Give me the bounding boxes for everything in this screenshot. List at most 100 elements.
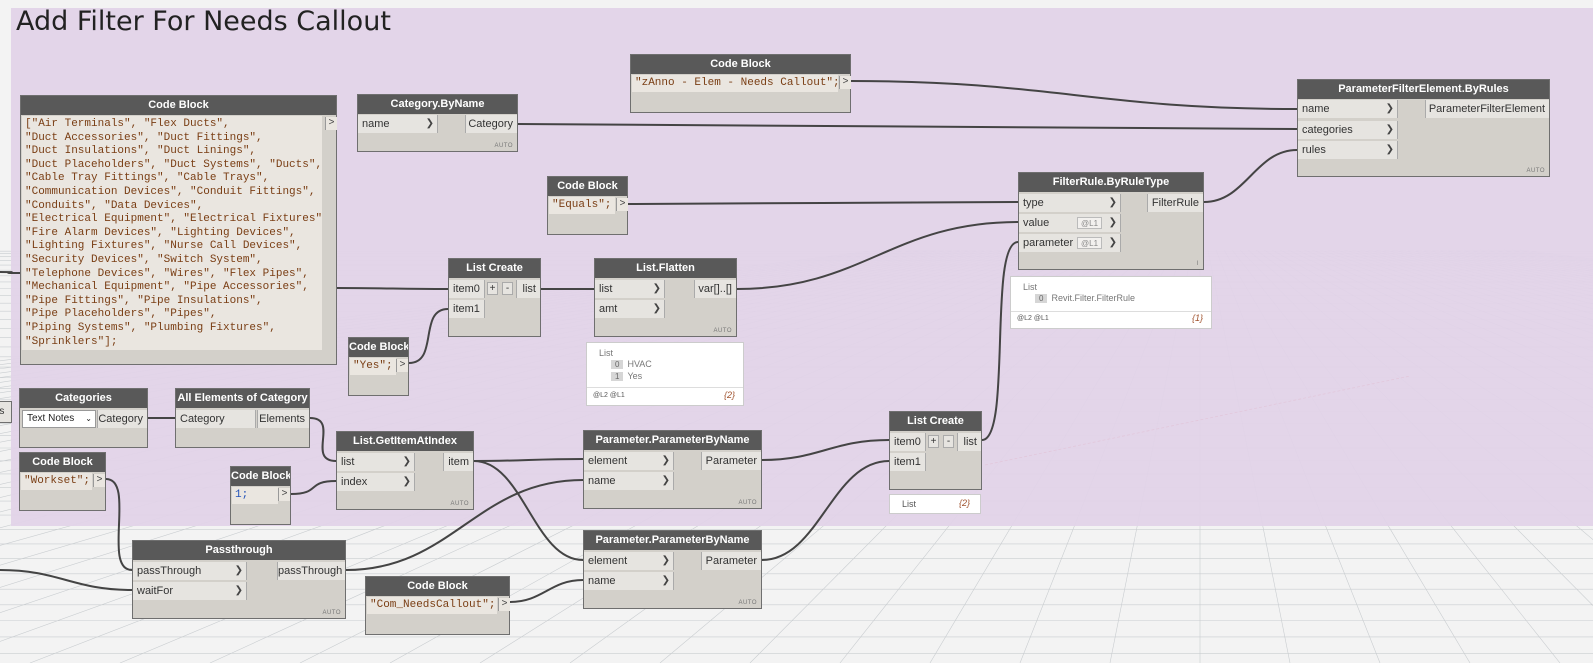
code-text[interactable]: 1; (232, 487, 278, 504)
output-port-category[interactable]: Category (97, 410, 147, 428)
node-title: FilterRule.ByRuleType (1019, 173, 1203, 192)
code-block-category-names[interactable]: Code Block ["Air Terminals", "Flex Ducts… (20, 95, 337, 365)
input-port-parameter[interactable]: parameter❯ (1019, 234, 1121, 252)
code-block-parameter-name[interactable]: Code Block "Com_NeedsCallout"; > (365, 576, 510, 635)
offscreen-label: tes (0, 406, 5, 417)
input-port-value[interactable]: value❯ (1019, 214, 1121, 232)
input-port-name[interactable]: name❯ (584, 572, 674, 590)
preview-levels: @L2 @L1 (1017, 315, 1049, 322)
code-block-workset[interactable]: Code Block "Workset"; > (19, 452, 106, 511)
list-create-node[interactable]: List Create item0 item1 + - list (448, 258, 541, 337)
list-flatten-node[interactable]: List.Flatten list❯ amt❯ var[]..[] AUTO (594, 258, 737, 337)
code-text[interactable]: "zAnno - Elem - Needs Callout"; (632, 75, 838, 92)
group-title[interactable]: Add Filter For Needs Callout (16, 6, 391, 37)
input-port-element[interactable]: element❯ (584, 552, 674, 570)
input-port-rules[interactable]: rules❯ (1298, 141, 1398, 159)
output-port-parameter-filter-element[interactable]: ParameterFilterElement (1425, 100, 1549, 118)
output-port[interactable]: > (325, 117, 337, 130)
remove-input-button[interactable]: - (943, 435, 954, 448)
remove-input-button[interactable]: - (502, 282, 513, 295)
lacing-selector-value[interactable]: @L1 (1077, 217, 1103, 229)
input-port-amt[interactable]: amt❯ (595, 300, 665, 318)
input-port-item0[interactable]: item0 (890, 433, 926, 451)
node-title: Passthrough (133, 541, 345, 560)
output-port-passthrough[interactable]: passThrough (277, 562, 345, 580)
input-port-item0[interactable]: item0 (449, 280, 485, 298)
list-getitematindex-node[interactable]: List.GetItemAtIndex list❯ index❯ item AU… (336, 431, 474, 510)
output-port[interactable]: > (839, 76, 851, 89)
input-port-index[interactable]: index❯ (337, 473, 415, 491)
node-title: List.GetItemAtIndex (337, 432, 473, 451)
output-port-list[interactable]: list (957, 433, 981, 451)
input-port-category[interactable]: Category (176, 410, 256, 428)
input-port-name[interactable]: name❯ (358, 115, 438, 133)
categories-node[interactable]: Categories Text Notes⌄ Category (19, 388, 148, 448)
input-port-name[interactable]: name❯ (584, 472, 674, 490)
chevron-down-icon: ⌄ (85, 414, 92, 423)
input-port-name[interactable]: name❯ (1298, 100, 1398, 118)
code-block-index[interactable]: Code Block 1; > (230, 466, 291, 525)
output-port-var[interactable]: var[]..[] (694, 280, 736, 298)
input-port-list[interactable]: list❯ (595, 280, 665, 298)
list-create-preview[interactable]: List {2} (889, 494, 981, 514)
category-dropdown[interactable]: Text Notes⌄ (22, 410, 96, 428)
code-text[interactable]: "Yes"; (350, 358, 396, 375)
node-title: List Create (890, 412, 981, 431)
input-port-item1[interactable]: item1 (449, 300, 485, 318)
preview-header: List (599, 348, 614, 358)
preview-levels: @L2 @L1 (593, 392, 625, 399)
code-block-equals[interactable]: Code Block "Equals"; > (547, 176, 628, 235)
code-block-filter-name[interactable]: Code Block "zAnno - Elem - Needs Callout… (630, 54, 851, 113)
code-text[interactable]: "Equals"; (549, 197, 615, 214)
node-title: Code Block (366, 577, 509, 596)
output-port[interactable]: > (93, 474, 105, 487)
output-port[interactable]: > (396, 359, 408, 372)
node-title: All Elements of Category (176, 389, 309, 408)
output-port-elements[interactable]: Elements (257, 410, 309, 428)
node-title: Code Block (631, 55, 850, 74)
list-create-parameters-node[interactable]: List Create item0 item1 + - list (889, 411, 982, 490)
code-text[interactable]: ["Air Terminals", "Flex Ducts", "Duct Ac… (22, 116, 322, 350)
input-port-passthrough[interactable]: passThrough❯ (133, 562, 247, 580)
add-input-button[interactable]: + (487, 282, 498, 295)
input-port-item1[interactable]: item1 (890, 453, 926, 471)
input-port-list[interactable]: list❯ (337, 453, 415, 471)
filterrule-byruletype-node[interactable]: FilterRule.ByRuleType type❯ value❯ param… (1018, 172, 1204, 270)
offscreen-node[interactable]: tes (0, 401, 12, 423)
output-port-item[interactable]: item (443, 453, 473, 471)
output-port-filterrule[interactable]: FilterRule (1147, 194, 1203, 212)
preview-count: {1} (1191, 313, 1203, 323)
code-text[interactable]: "Workset"; (21, 473, 92, 490)
node-title: Code Block (231, 467, 290, 486)
output-port-list[interactable]: list (516, 280, 540, 298)
code-block-yes[interactable]: Code Block "Yes"; > (348, 337, 409, 396)
input-port-type[interactable]: type❯ (1019, 194, 1121, 212)
input-port-categories[interactable]: categories❯ (1298, 121, 1398, 139)
code-text[interactable]: "Com_NeedsCallout"; (367, 597, 497, 614)
parameter-by-name-callout-node[interactable]: Parameter.ParameterByName element❯ name❯… (583, 530, 762, 609)
parameter-by-name-workset-node[interactable]: Parameter.ParameterByName element❯ name❯… (583, 430, 762, 509)
category-byname-node[interactable]: Category.ByName name❯ Category AUTO (357, 94, 518, 152)
output-port-parameter[interactable]: Parameter (701, 552, 761, 570)
lacing-selector-parameter[interactable]: @L1 (1077, 237, 1103, 249)
input-port-waitfor[interactable]: waitFor❯ (133, 582, 247, 600)
lacing-indicator: AUTO (322, 610, 341, 616)
lacing-indicator: AUTO (738, 600, 757, 606)
output-port[interactable]: > (498, 598, 510, 611)
output-port[interactable]: > (616, 198, 628, 211)
all-elements-of-category-node[interactable]: All Elements of Category Category Elemen… (175, 388, 310, 448)
preview-header: List (902, 499, 917, 509)
output-port-parameter[interactable]: Parameter (701, 452, 761, 470)
add-input-button[interactable]: + (928, 435, 939, 448)
parameter-filter-element-byrules-node[interactable]: ParameterFilterElement.ByRules name❯ cat… (1297, 79, 1550, 177)
output-port-category[interactable]: Category (465, 115, 517, 133)
preview-count: {2} (723, 390, 735, 400)
passthrough-node[interactable]: Passthrough passThrough❯ waitFor❯ passTh… (132, 540, 346, 619)
output-port[interactable]: > (278, 488, 290, 501)
input-port-element[interactable]: element❯ (584, 452, 674, 470)
